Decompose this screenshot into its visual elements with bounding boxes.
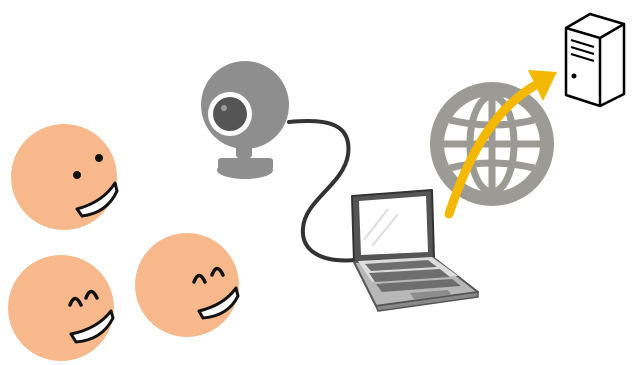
globe-icon <box>430 82 554 206</box>
smiling-face-icon <box>135 233 239 337</box>
smiling-face-icon <box>11 124 117 230</box>
webcam-icon <box>201 61 289 179</box>
usb-cable <box>289 121 355 260</box>
smiling-face-icon <box>8 255 114 361</box>
server-icon <box>566 14 624 106</box>
laptop-icon <box>352 190 478 311</box>
